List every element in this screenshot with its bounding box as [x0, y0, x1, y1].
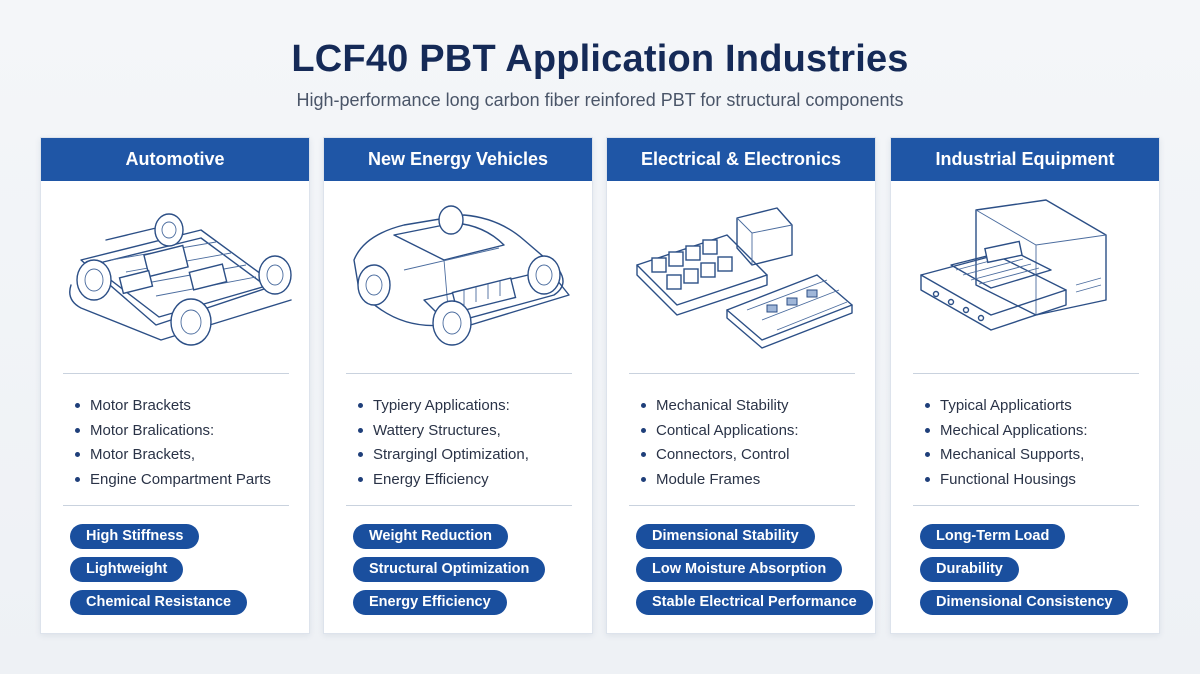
car-chassis-icon	[69, 213, 292, 346]
property-tag: Long-Term Load	[920, 524, 1066, 549]
property-tags: Weight Reduction Structural Optimization…	[353, 524, 546, 623]
property-tags: High Stiffness Lightweight Chemical Resi…	[70, 524, 248, 623]
page-title: LCF40 PBT Application Industries	[291, 38, 909, 80]
list-item: Module Frames	[641, 469, 799, 494]
divider	[63, 505, 289, 506]
application-list: Motor Brackets Motor Bralications: Motor…	[75, 395, 271, 493]
list-item: Engine Compartment Parts	[75, 469, 271, 494]
industrial-machine-icon	[920, 199, 1107, 331]
page-subtitle: High-performance long carbon fiber reinf…	[296, 90, 904, 110]
divider	[913, 505, 1139, 506]
list-item: Motor Brackets,	[75, 444, 271, 469]
list-item: Typical Applicatiorts	[925, 395, 1088, 420]
property-tag: Durability	[920, 557, 1019, 582]
list-item: Typiery Applications:	[358, 395, 529, 420]
card-title: Industrial Equipment	[891, 138, 1159, 181]
property-tag: Dimensional Stability	[636, 524, 815, 549]
divider	[629, 373, 855, 374]
application-list: Typiery Applications: Wattery Structures…	[358, 395, 529, 493]
list-item: Motor Brackets	[75, 395, 271, 420]
list-item: Energy Efficiency	[358, 469, 529, 494]
property-tags: Dimensional Stability Low Moisture Absor…	[636, 524, 873, 623]
industry-cards: Automotive Motor Brackets Motor Bralicat…	[40, 137, 1160, 634]
circuit-modules-icon	[636, 207, 853, 349]
card-title: Automotive	[41, 138, 309, 181]
list-item: Motor Bralications:	[75, 420, 271, 445]
card-title: Electrical & Electronics	[607, 138, 875, 181]
electric-car-icon	[353, 205, 570, 346]
divider	[346, 373, 572, 374]
property-tag: High Stiffness	[70, 524, 200, 549]
list-item: Mechical Applications:	[925, 420, 1088, 445]
card-title: New Energy Vehicles	[324, 138, 592, 181]
card-automotive: Automotive Motor Brackets Motor Bralicat…	[40, 137, 310, 634]
property-tags: Long-Term Load Durability Dimensional Co…	[920, 524, 1129, 623]
divider	[63, 373, 289, 374]
property-tag: Low Moisture Absorption	[636, 557, 843, 582]
card-industrial-equipment: Industrial Equipment Typical Applicatior…	[890, 137, 1160, 634]
divider	[629, 505, 855, 506]
list-item: Connectors, Control	[641, 444, 799, 469]
divider	[346, 505, 572, 506]
card-electrical-electronics: Electrical & Electronics	[606, 137, 876, 634]
list-item: Functional Housings	[925, 469, 1088, 494]
application-list: Typical Applicatiorts Mechical Applicati…	[925, 395, 1088, 493]
wheel	[76, 213, 292, 346]
list-item: Wattery Structures,	[358, 420, 529, 445]
list-item: Contical Applications:	[641, 420, 799, 445]
card-new-energy-vehicles: New Energy Vehicles Typiery Applications…	[323, 137, 593, 634]
property-tag: Energy Efficiency	[353, 590, 507, 615]
application-list: Mechanical Stability Contical Applicatio…	[641, 395, 799, 493]
property-tag: Chemical Resistance	[70, 590, 248, 615]
divider	[913, 373, 1139, 374]
list-item: Mechanical Supports,	[925, 444, 1088, 469]
list-item: Strargingl Optimization,	[358, 444, 529, 469]
property-tag: Weight Reduction	[353, 524, 508, 549]
property-tag: Lightweight	[70, 557, 184, 582]
list-item: Mechanical Stability	[641, 395, 799, 420]
property-tag: Structural Optimization	[353, 557, 546, 582]
property-tag: Dimensional Consistency	[920, 590, 1129, 615]
property-tag: Stable Electrical Performance	[636, 590, 873, 615]
